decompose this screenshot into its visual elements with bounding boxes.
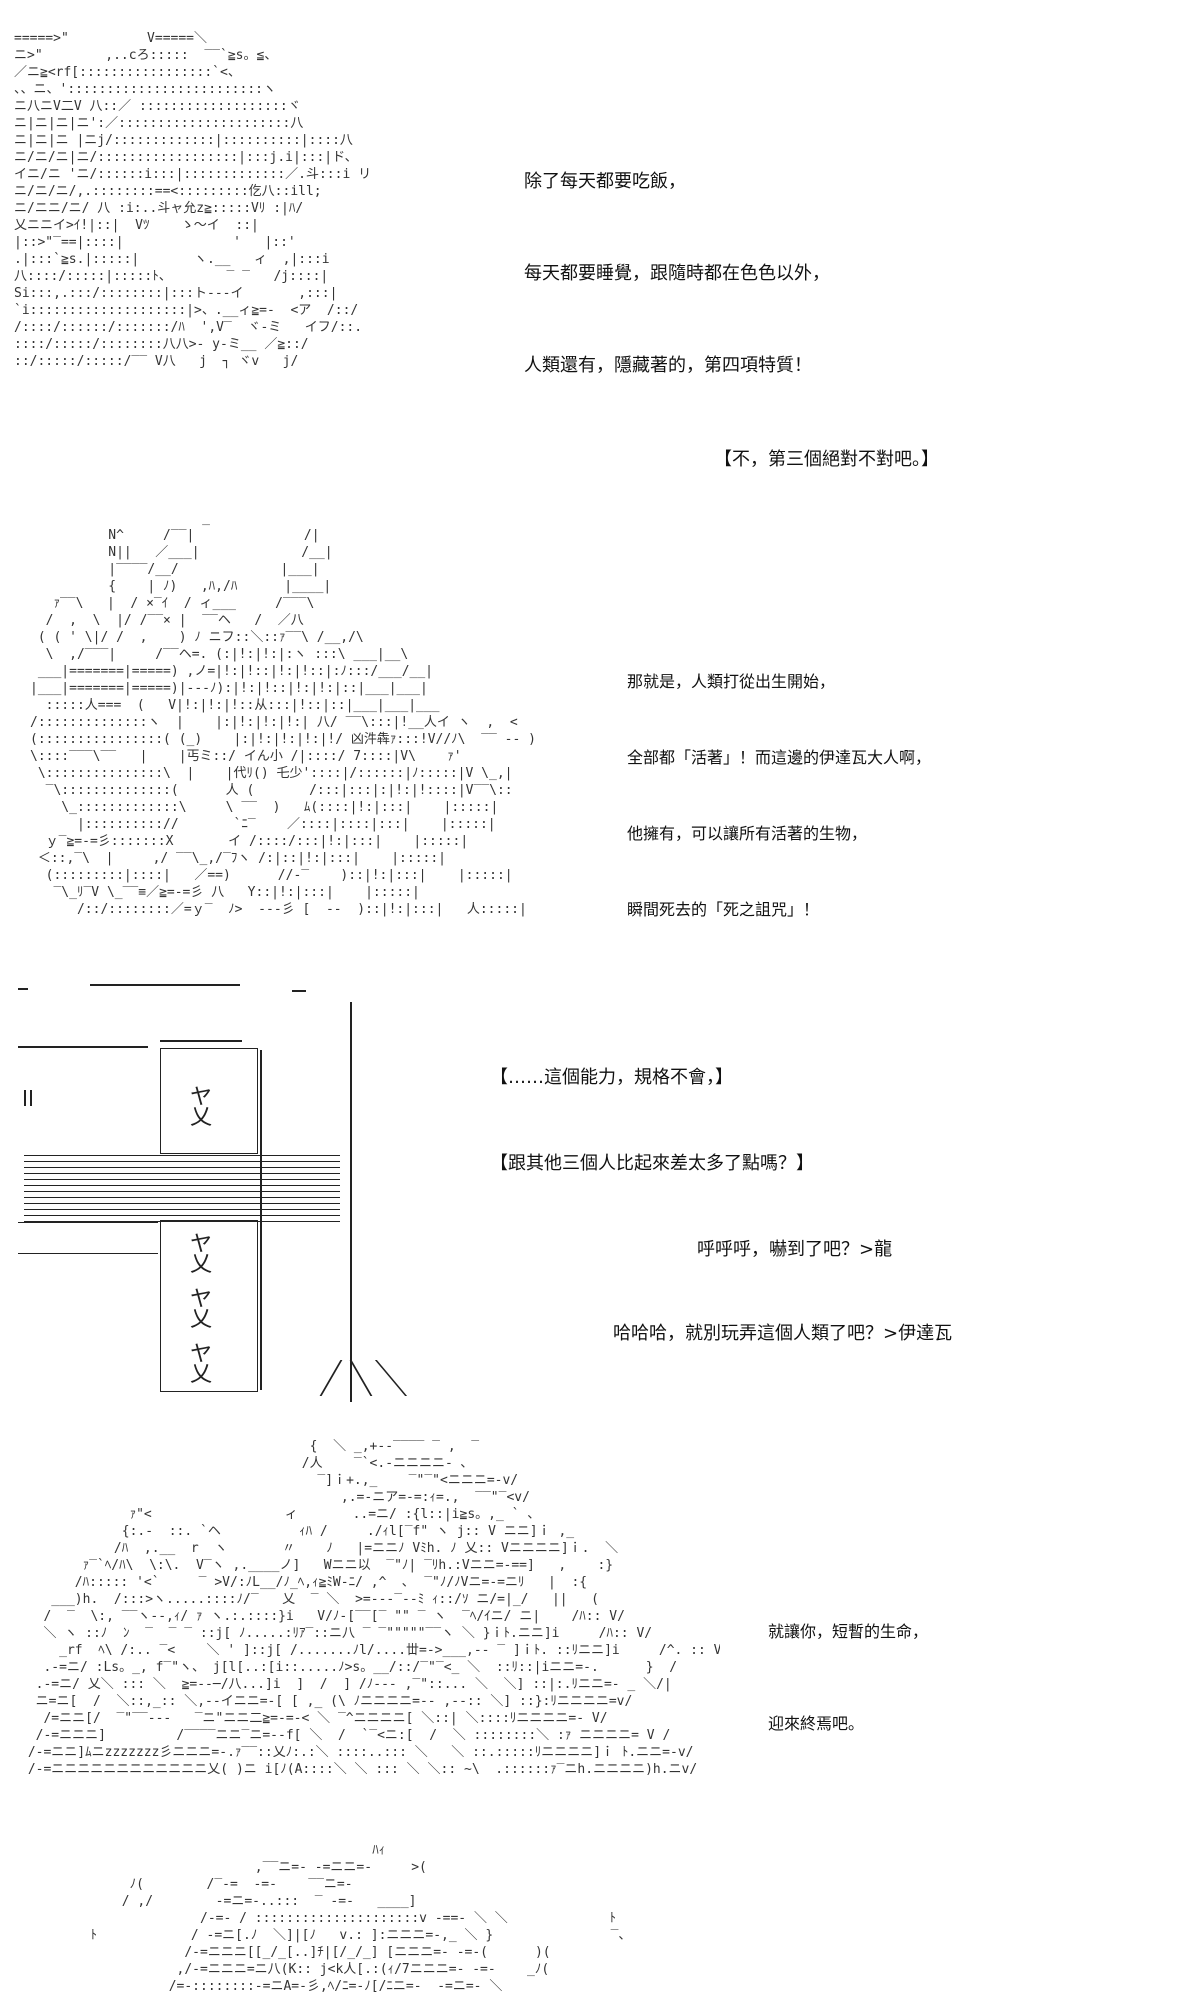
lower-sign	[160, 1220, 258, 1392]
roof-line-left	[18, 988, 28, 990]
panel4-line-1: 就讓你，短暫的生命，	[768, 1622, 929, 1641]
panel3-line-3: 呼呼呼，嚇到了吧？>龍	[697, 1239, 893, 1260]
panel3-line-2: 【跟其他三個人比起來差太多了點嗎？】	[490, 1153, 814, 1174]
stair-line-1	[319, 1360, 342, 1396]
panel2-line-4: 瞬間死去的「死之詛咒」！	[627, 900, 820, 919]
stair-line-2	[349, 1360, 372, 1396]
lower-sign-glyph-1: ヤ 乂	[190, 1232, 213, 1277]
panel3-line-4: 哈哈哈，就別玩弄這個人類了吧？>伊達瓦	[613, 1323, 953, 1344]
panel3-line-1: 【……這個能力，規格不會，】	[490, 1067, 733, 1088]
panel1-line-3: 人類還有，隱藏著的，第四項特質！	[524, 355, 812, 376]
panel1-line-1: 除了每天都要吃飯，	[524, 171, 686, 192]
panel1-line-4: 【不，第三個絕對不對吧。】	[714, 449, 939, 470]
left-mark	[24, 1090, 26, 1106]
roof-line-top	[90, 984, 240, 986]
ascii-art-dragon: _ N^ /‾‾| /| N|| ／___| /__| |‾‾‾‾/__/ |_…	[30, 511, 536, 917]
ascii-art-dragon-body: { ＼ _,+--‾‾‾‾ ‾ , ‾ /人 ‾`<.-ニニニニ- ､ ‾]ｉ+…	[27, 1439, 720, 1777]
lower-sign-glyph-2: ヤ 乂	[190, 1287, 213, 1332]
signboard-illustration: ヤ 乂 ヤ 乂 ヤ 乂 ヤ 乂	[0, 980, 440, 1410]
panel4-line-2: 迎來終焉吧。	[768, 1714, 865, 1733]
eave-line-2	[160, 1040, 242, 1042]
panel2-line-1: 那就是，人類打從出生開始，	[627, 672, 836, 691]
panel2-line-3: 他擁有，可以讓所有活著的生物，	[627, 824, 868, 843]
panel2-line-2: 全部都「活著」！而這邊的伊達瓦大人啊，	[627, 748, 932, 767]
upper-sign-glyph: ヤ 乂	[190, 1085, 213, 1130]
roof-line-right	[292, 990, 306, 992]
ascii-art-bottom: ﾊｨ ,‾‾ニ=- -=ニニ=- >( ﾉ( /‾-= -=- ‾‾ニ=- / …	[90, 1843, 632, 1994]
panel1-line-2: 每天都要睡覺，跟隨時都在色色以外，	[524, 263, 830, 284]
eave-line	[18, 1046, 148, 1048]
ground-block	[18, 1222, 158, 1254]
right-pole	[350, 1002, 352, 1402]
ascii-art-face: =====>" V=====＼ ニ>" ,..cろ::::: ‾‾`≧s。≦、 …	[14, 31, 372, 369]
left-mark-2	[30, 1090, 32, 1106]
lower-sign-glyph-3: ヤ 乂	[190, 1342, 213, 1387]
striped-panel	[24, 1152, 340, 1222]
stair-line-3	[374, 1360, 407, 1396]
